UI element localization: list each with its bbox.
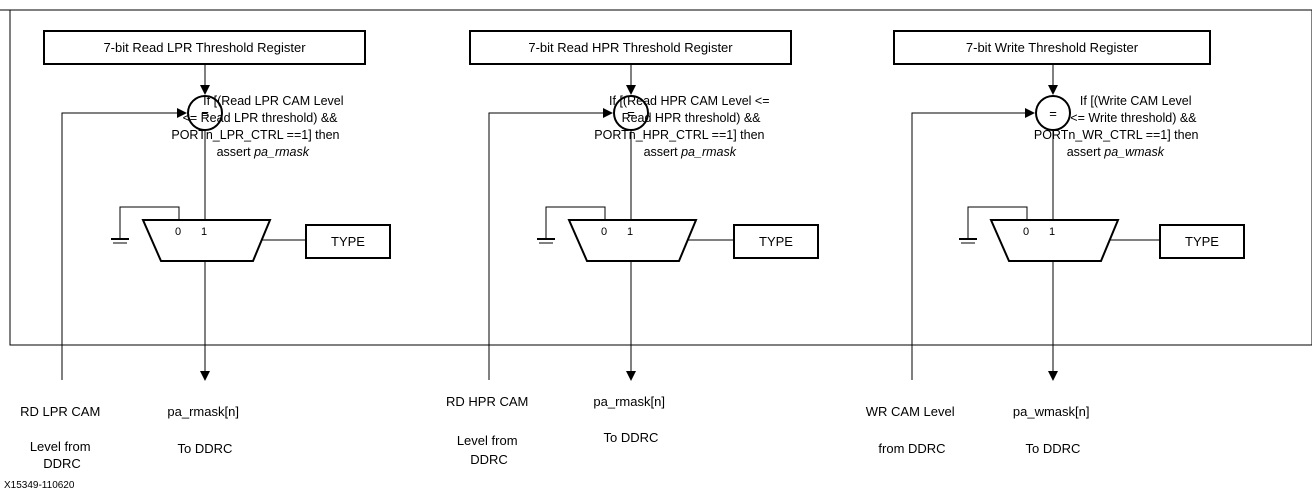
- block-read-hpr: 7-bit Read HPR Threshold Register = 0 1 …: [446, 30, 819, 467]
- cam-level-input-wire: [61, 108, 187, 380]
- cam-level-input-wire: [488, 108, 613, 380]
- mux: [141, 219, 272, 262]
- register-box-read-hpr: [469, 30, 792, 65]
- type-box: [733, 224, 819, 259]
- condition-text: If [(Read HPR CAM Level <= Read HPR thre…: [594, 94, 773, 159]
- mux-input-1: 1: [1049, 226, 1055, 238]
- register-label-write: 7-bit Write Threshold Register: [966, 40, 1139, 55]
- type-label: TYPE: [759, 234, 793, 249]
- condition-text: If [(Write CAM Level <= Write threshold)…: [1034, 94, 1202, 159]
- cam-level-input-label: RD LPR CAM Level from DDRC: [20, 404, 104, 471]
- ground-wire: [967, 206, 1028, 238]
- block-write: 7-bit Write Threshold Register = 0 1 TYP…: [866, 30, 1245, 456]
- mux: [989, 219, 1120, 262]
- compare-symbol: =: [627, 106, 635, 121]
- mux-input-1: 1: [627, 226, 633, 238]
- type-label: TYPE: [1185, 234, 1219, 249]
- compare-symbol: =: [201, 106, 209, 121]
- mux: [567, 219, 698, 262]
- enclosure-frame: [0, 9, 1312, 346]
- mux-input-0: 0: [175, 226, 181, 238]
- cam-level-input-wire: [911, 108, 1035, 380]
- figure-id: X15349-110620: [4, 480, 75, 491]
- ground-icon: [959, 238, 977, 244]
- ground-icon: [537, 238, 555, 244]
- ground-wire: [119, 206, 180, 238]
- type-box: [1159, 224, 1245, 259]
- mux-input-0: 0: [601, 226, 607, 238]
- mux-input-0: 0: [1023, 226, 1029, 238]
- register-label-read-lpr: 7-bit Read LPR Threshold Register: [103, 40, 306, 55]
- cam-level-input-label: WR CAM Level from DDRC: [866, 404, 958, 456]
- mux-input-1: 1: [201, 226, 207, 238]
- output-signal-label: pa_wmask[n] To DDRC: [1013, 404, 1093, 456]
- output-signal-label: pa_rmask[n] To DDRC: [593, 394, 668, 445]
- register-label-read-hpr: 7-bit Read HPR Threshold Register: [528, 40, 733, 55]
- condition-text: If [(Read LPR CAM Level <= Read LPR thre…: [171, 94, 347, 159]
- type-box: [305, 224, 391, 259]
- cam-level-input-label: RD HPR CAM Level from DDRC: [446, 394, 532, 467]
- block-read-lpr: 7-bit Read LPR Threshold Register = 0 1 …: [20, 30, 391, 471]
- type-label: TYPE: [331, 234, 365, 249]
- compare-symbol: =: [1049, 106, 1057, 121]
- ground-icon: [111, 238, 129, 244]
- output-signal-label: pa_rmask[n] To DDRC: [167, 404, 242, 456]
- register-box-write: [893, 30, 1211, 65]
- register-box-read-lpr: [43, 30, 366, 65]
- ground-wire: [545, 206, 606, 238]
